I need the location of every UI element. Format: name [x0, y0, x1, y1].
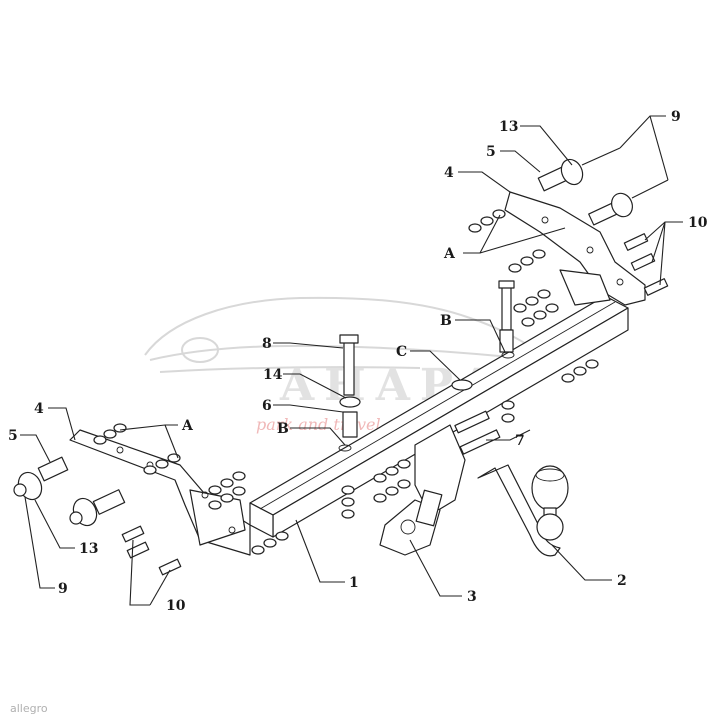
label-A-left: A — [181, 418, 194, 434]
label-13-left: 13 — [79, 541, 98, 557]
leader-lines — [20, 115, 683, 606]
label-3: 3 — [467, 589, 477, 605]
label-A-right: A — [443, 246, 456, 262]
right-top-bolts — [537, 147, 669, 296]
right-vertical-bolt — [498, 280, 515, 353]
label-C: C — [396, 344, 407, 360]
label-1: 1 — [349, 575, 359, 591]
center-vertical-bolt — [339, 334, 361, 438]
label-8: 8 — [262, 336, 272, 352]
label-B-right: B — [440, 313, 452, 329]
nut-groups — [93, 209, 599, 555]
left-bolts — [13, 456, 182, 576]
tow-ball-neck — [477, 464, 569, 557]
label-5-right: 5 — [486, 144, 496, 160]
corner-watermark: allegro — [10, 702, 48, 715]
label-4-right: 4 — [444, 165, 454, 181]
label-7: 7 — [515, 433, 525, 449]
watermark-tagline: park and travel — [256, 415, 381, 434]
socket-plate — [379, 489, 443, 556]
label-14: 14 — [263, 367, 283, 383]
label-B-left: B — [277, 421, 289, 437]
label-6: 6 — [262, 398, 272, 414]
label-10-left: 10 — [166, 598, 186, 614]
label-4-left: 4 — [34, 401, 44, 417]
label-5-left: 5 — [8, 428, 18, 444]
main-crossbar — [249, 295, 629, 538]
label-9-right: 9 — [671, 109, 681, 125]
label-10-right: 10 — [688, 215, 708, 231]
right-side-bracket — [504, 191, 646, 306]
watermark-wheel-icon — [181, 337, 219, 363]
part-labels: 1 2 3 4 4 5 5 6 7 8 9 9 10 10 13 13 14 A… — [8, 109, 708, 614]
left-side-bracket — [69, 429, 251, 556]
label-2: 2 — [617, 573, 627, 589]
label-13-right: 13 — [499, 119, 518, 135]
label-9-left: 9 — [58, 581, 68, 597]
